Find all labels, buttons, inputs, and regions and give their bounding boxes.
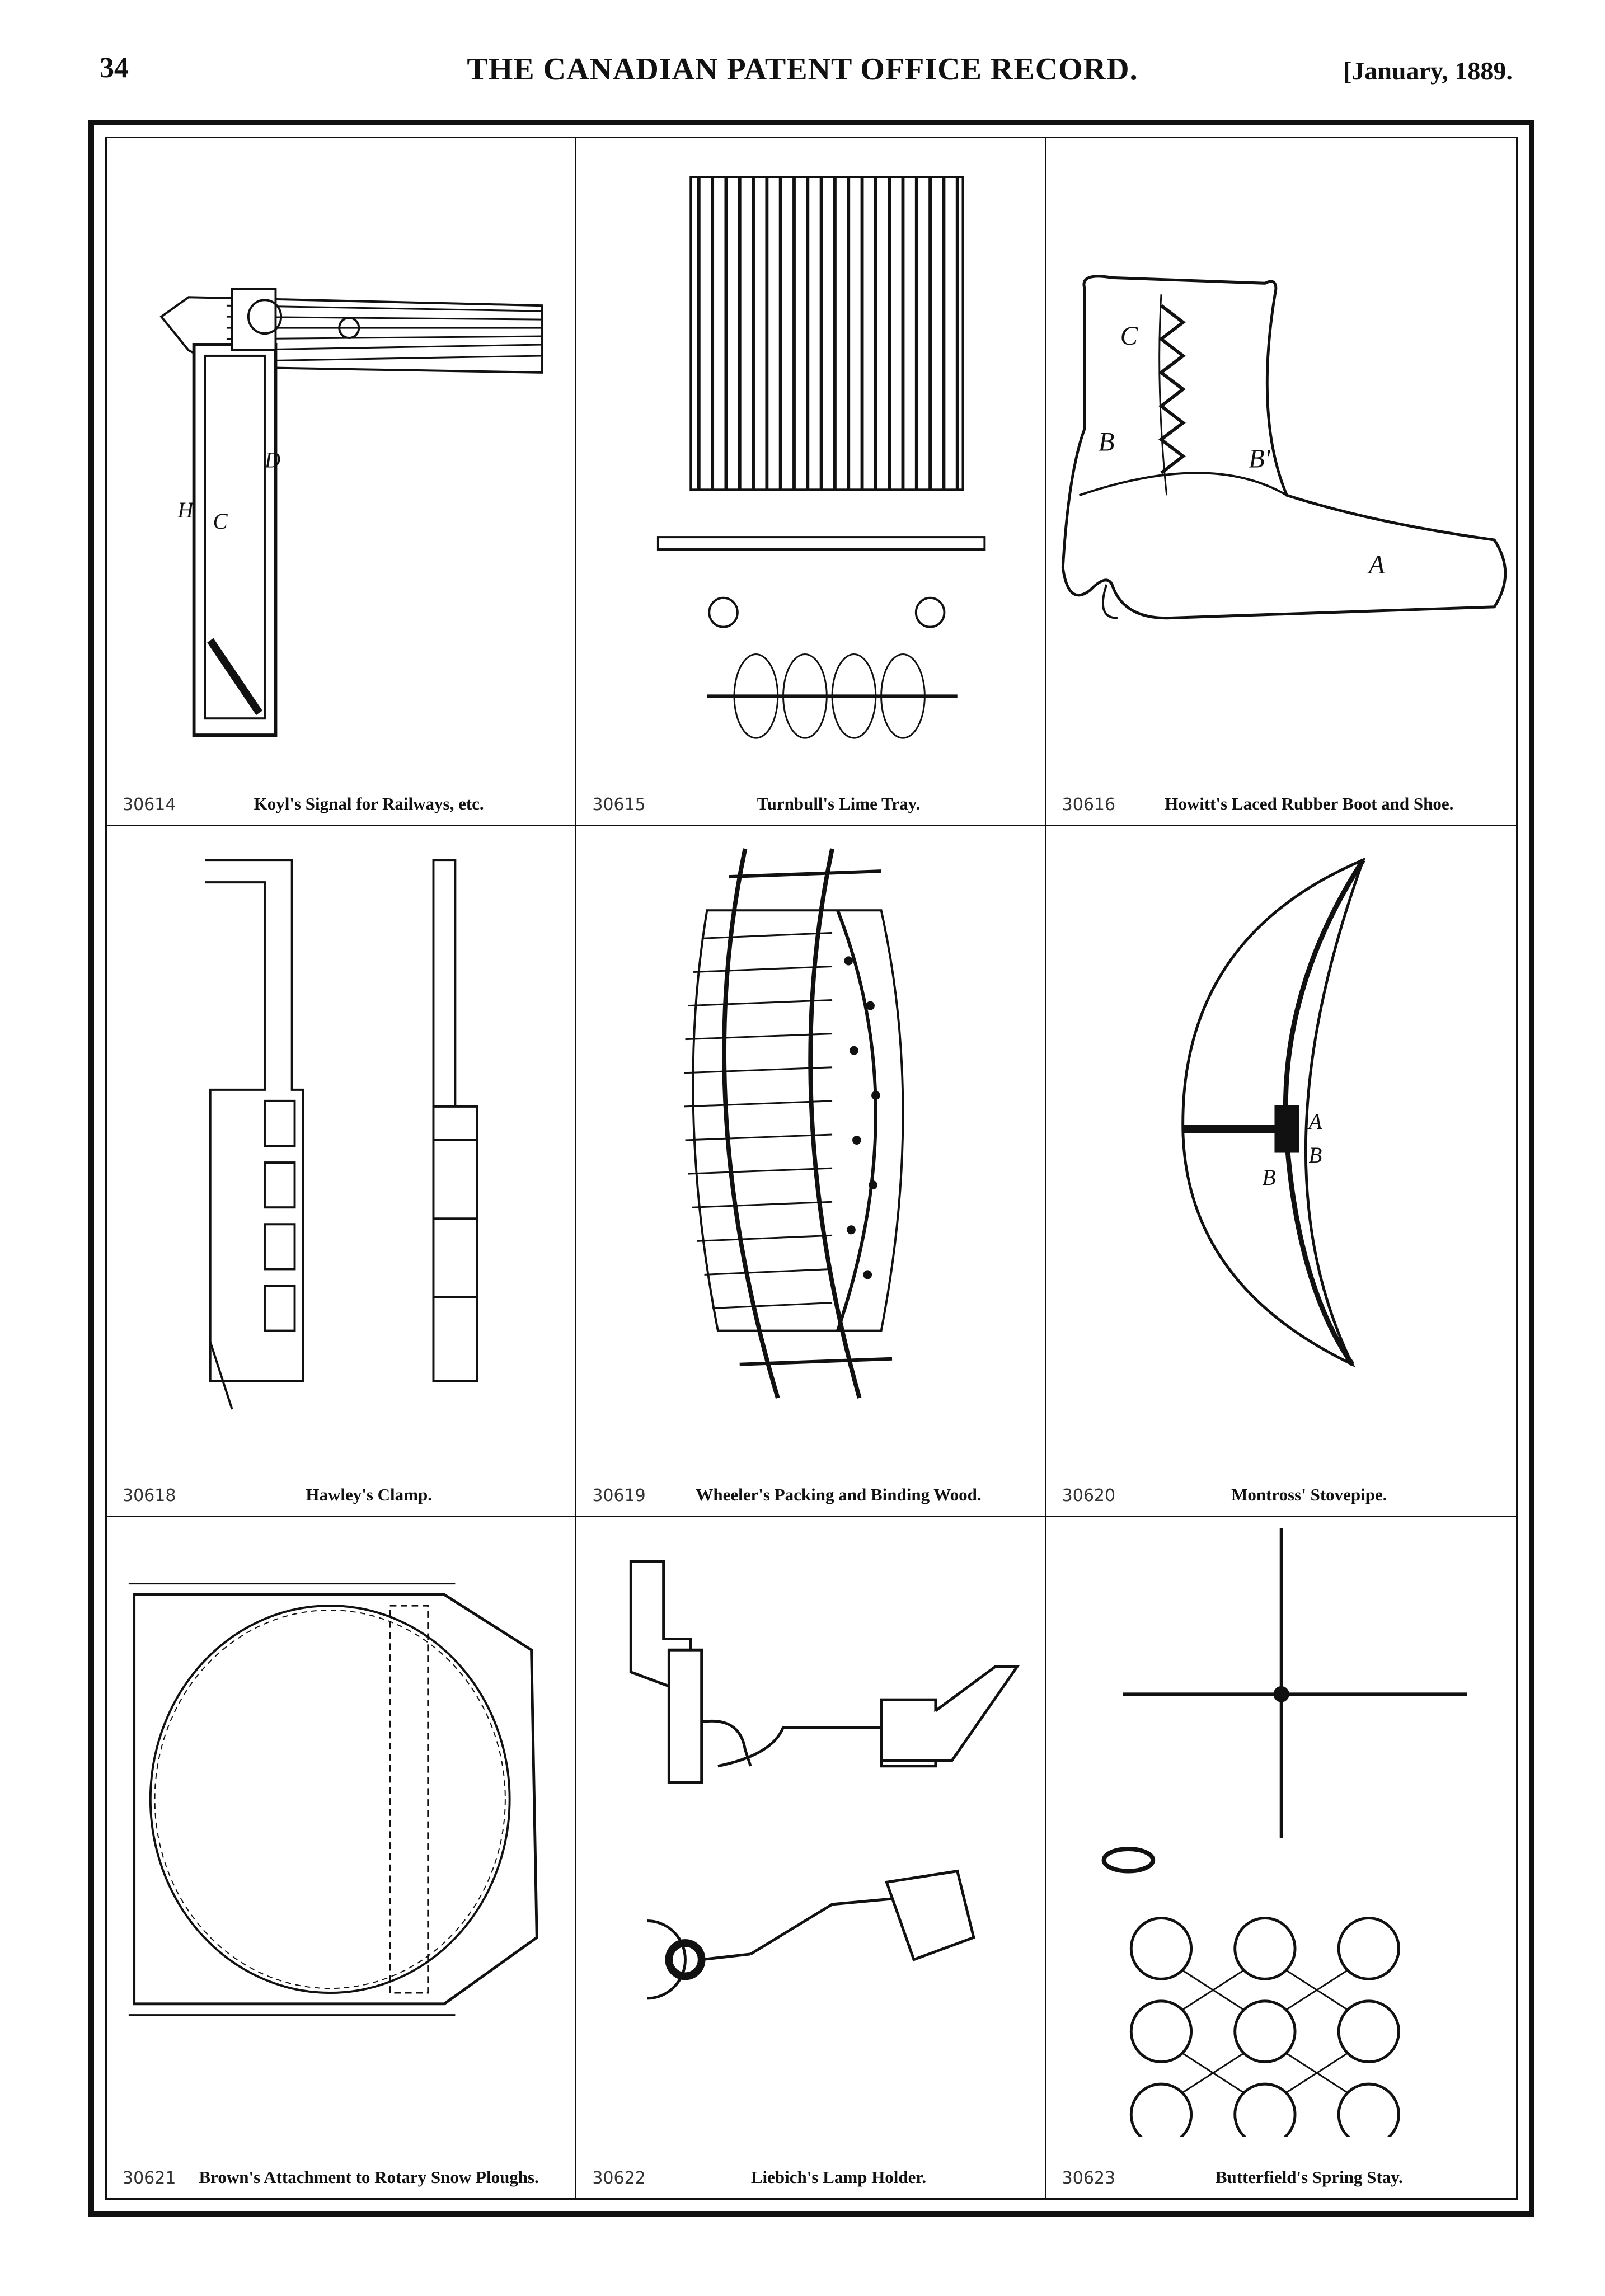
patent-title: Montross' Stovepipe.	[1231, 1485, 1387, 1504]
patent-title: Turnbull's Lime Tray.	[757, 794, 921, 813]
patent-title: Howitt's Laced Rubber Boot and Shoe.	[1165, 794, 1454, 813]
spring-stay-drawing	[1046, 1517, 1516, 2137]
patent-cell-30622: 30622 Liebich's Lamp Holder.	[576, 1517, 1046, 2198]
clamp-drawing	[107, 826, 575, 1454]
patent-title: Koyl's Signal for Railways, etc.	[254, 794, 484, 813]
svg-text:A: A	[1307, 1109, 1322, 1135]
patent-caption: 30623 Butterfield's Spring Stay.	[1046, 2126, 1516, 2188]
patent-number: 30620	[1062, 1486, 1116, 1505]
svg-text:B: B	[1098, 427, 1114, 457]
lime-tray-drawing	[576, 138, 1044, 763]
patent-caption: 30619 Wheeler's Packing and Binding Wood…	[576, 1461, 1044, 1505]
railway-signal-drawing: C D H	[107, 138, 575, 763]
svg-text:D: D	[264, 448, 280, 473]
patent-grid: C D H 30614 Koyl's Signal for Railways, et…	[105, 137, 1518, 2200]
patent-title: Butterfield's Spring Stay.	[1215, 2167, 1403, 2187]
svg-text:H: H	[177, 498, 195, 523]
svg-text:C: C	[213, 509, 228, 534]
patent-caption: 30616 Howitt's Laced Rubber Boot and Sho…	[1046, 770, 1516, 815]
patent-title: Brown's Attachment to Rotary Snow Plough…	[199, 2167, 539, 2187]
running-title: THE CANADIAN PATENT OFFICE RECORD.	[467, 52, 1138, 87]
patent-cell-30615: 30615 Turnbull's Lime Tray.	[576, 138, 1046, 826]
patent-caption: 30620 Montross' Stovepipe.	[1046, 1461, 1516, 1505]
patent-number: 30619	[592, 1486, 646, 1505]
patent-cell-30616: C B B' A 30616 Howitt's Laced Rubber Boot …	[1046, 138, 1516, 826]
patent-caption: 30622 Liebich's Lamp Holder.	[576, 2126, 1044, 2188]
svg-text:A: A	[1367, 550, 1386, 580]
patent-cell-30618: 30618 Hawley's Clamp.	[107, 826, 577, 1517]
patent-cell-30614: C D H 30614 Koyl's Signal for Railways, et…	[107, 138, 577, 826]
patent-caption: 30614 Koyl's Signal for Railways, etc.	[107, 770, 575, 815]
patent-cell-30621: 30621 Brown's Attachment to Rotary Snow …	[107, 1517, 577, 2198]
snow-plough-drawing	[107, 1517, 575, 2137]
patent-title: Wheeler's Packing and Binding Wood.	[696, 1485, 982, 1504]
page-number: 34	[100, 52, 129, 84]
patent-number: 30621	[123, 2168, 176, 2188]
svg-text:C: C	[1120, 322, 1138, 351]
patent-drawings-frame: C D H 30614 Koyl's Signal for Railways, et…	[88, 120, 1534, 2217]
patent-number: 30616	[1062, 795, 1116, 815]
wood-bundle-drawing	[576, 826, 1044, 1454]
patent-title: Liebich's Lamp Holder.	[750, 2167, 927, 2187]
patent-number: 30614	[123, 795, 176, 815]
svg-text:B: B	[1262, 1165, 1275, 1191]
patent-number: 30615	[592, 795, 646, 815]
lamp-holder-drawing	[576, 1517, 1044, 2137]
patent-title: Hawley's Clamp.	[306, 1485, 432, 1504]
svg-text:B': B'	[1249, 444, 1270, 474]
patent-cell-30619: 30619 Wheeler's Packing and Binding Wood…	[576, 826, 1046, 1517]
issue-date: [January, 1889.	[1343, 57, 1513, 85]
patent-caption: 30618 Hawley's Clamp.	[107, 1461, 575, 1505]
patent-number: 30623	[1062, 2168, 1116, 2188]
page-header: 34 THE CANADIAN PATENT OFFICE RECORD. [J…	[0, 0, 1605, 112]
patent-cell-30623: 30623 Butterfield's Spring Stay.	[1046, 1517, 1516, 2198]
patent-caption: 30621 Brown's Attachment to Rotary Snow …	[107, 2126, 575, 2188]
rubber-boot-drawing: C B B' A	[1046, 138, 1516, 763]
patent-number: 30618	[123, 1486, 176, 1505]
patent-number: 30622	[592, 2168, 646, 2188]
patent-caption: 30615 Turnbull's Lime Tray.	[576, 770, 1044, 815]
svg-text:B: B	[1308, 1143, 1322, 1168]
